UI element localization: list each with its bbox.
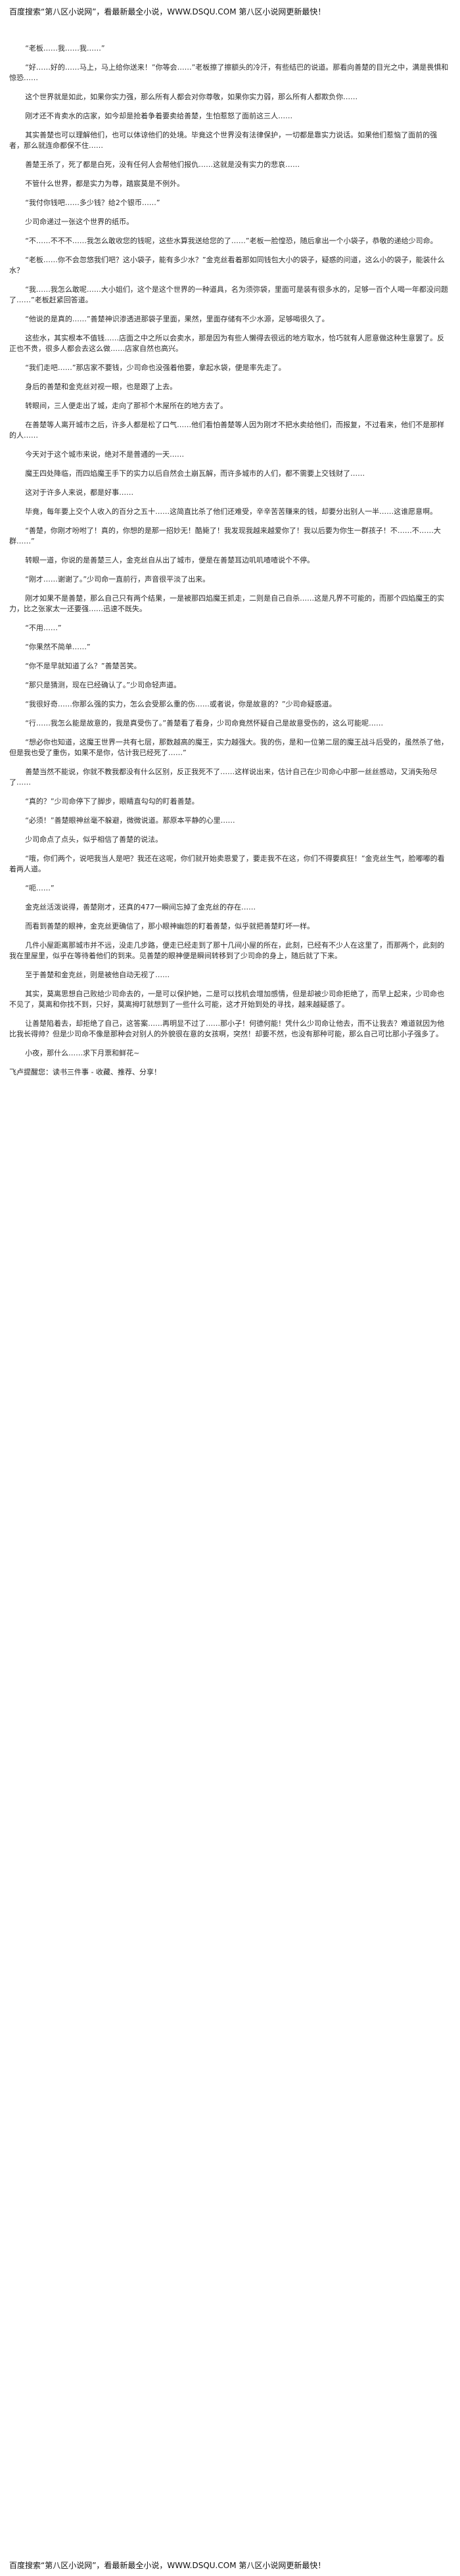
top-banner: 百度搜索“第八区小说网”，看最新最全小说，WWW.DSQU.COM 第八区小说网… (9, 7, 326, 16)
paragraph: “不用……” (25, 624, 62, 632)
paragraph: 金克丝活泼说得，善楚刚才，还真的477一瞬间忘掉了金克丝的存在…… (25, 903, 256, 911)
paragraph: 刚才如果不是善楚，那么自己只有两个结果，一是被那四焰魔王抓走，二则是自己自杀……… (9, 594, 445, 613)
paragraph: 几件小屋距离那城市并不远，没走几步路，便走已经走到了那十几间小屋的所在，此刻，已… (9, 941, 445, 960)
paragraph: 这个世界就是如此，如果你实力强，那么所有人都会对你尊敬，如果你实力弱，那么所有人… (25, 93, 358, 101)
paragraph: “他说的是真的……”善楚神识渗透进那袋子里面，果然，里面存储有不少水源，足够喝很… (25, 315, 329, 323)
paragraph: “老板……你不会忽悠我们吧？这小袋子，能有多少水？”金克丝看着那如同钱包大小的袋… (9, 256, 445, 275)
paragraph: “想必你也知道，这魔王世界一共有七层，那数越高的魔王，实力越强大。我的伤，是和一… (9, 738, 448, 757)
paragraph: “哦，你们两个，说吧我当人是吧？我还在这呢，你们就开始卖恩爱了，要走我不在这，你… (9, 854, 445, 873)
bottom-banner: 百度搜索“第八区小说网”，看最新最全小说，WWW.DSQU.COM 第八区小说网… (9, 2561, 326, 2570)
paragraph: 魔王四处降临，而四焰魔王手下的实力以后自然会土崩瓦解，而许多城市的人们，都不需要… (25, 469, 365, 478)
paragraph: “刚才……谢谢了。”少司命一直前行，声音很平淡了出来。 (25, 575, 210, 584)
paragraph: “行……我怎么能是故意的，我是真受伤了。”善楚看了看身，少司命竟然怀疑自己是故意… (25, 719, 384, 727)
paragraph: “你不是早就知道了么？”善楚苦笑。 (25, 662, 141, 670)
paragraph: 今天对于这个城市来说，绝对不是普通的一天…… (25, 450, 185, 459)
paragraph: 善楚当然不能说，你就不教我都没有什么区别，反正我死不了……这样说出来，估计自己在… (9, 768, 438, 787)
paragraph: “我很好奇……你那么强的实力，怎么会受那么重的伤……或者说，你是故意的？”少司命… (25, 700, 336, 708)
paragraph: 转眼一道，你说的是善楚三人，金克丝自从出了城市，便是在善楚耳边叽叽喳喳说个不停。 (25, 556, 315, 564)
paragraph: “善楚，你刚才吩咐了！真的，你想的是那一招妙无！酷毙了！我发现我越来越爱你了！我… (9, 526, 441, 545)
paragraph: “我付你钱吧……多少钱？给2个银币……” (25, 198, 160, 207)
paragraph: 其实善楚也可以理解他们，也可以体谅他们的处境。毕竟这个世界没有法律保护，一切都是… (9, 131, 438, 150)
paragraph: 刚才还不肯卖水的店家，如今却是抢着争着要卖给善楚，生怕惹怒了面前这三人…… (25, 112, 293, 120)
paragraph: 转眼间，三人便走出了城，走向了那祁个木屋所在的地方去了。 (25, 402, 228, 410)
paragraph: “你果然不简单……” (25, 643, 91, 651)
paragraph: “必须！”善楚眼神丝毫不躲避，微微说道。那原本平静的心里…… (25, 816, 235, 825)
paragraph: 少司命递过一张这个世界的纸币。 (25, 218, 134, 226)
paragraph: “真的？”少司命停下了脚步，眼睛直勾勾的盯着善楚。 (25, 797, 199, 806)
paragraph: 这些水，其实根本不值钱……店面之中之所以会卖水，那是因为有些人懒得去很远的地方取… (9, 334, 445, 353)
paragraph: 至于善楚和金克丝，则是被他自动无视了…… (25, 971, 170, 979)
paragraph: “不……不不不……我怎么敢收您的钱呢，这些水算我送给您的了……”老板一脸惶恐，随… (25, 237, 438, 245)
paragraph: 在善楚等人离开城市之后，许多人都是松了口气……他们看怕善楚等人因为刚才不把水卖给… (9, 421, 445, 440)
paragraph: “我们走吧……”那店家不要钱，少司命也没强着他要，拿起水袋，便是率先走了。 (25, 363, 286, 372)
reading-tip: 飞卢提醒您：读书三件事 - 收藏、推荐、分享！ (9, 1068, 161, 1076)
paragraph: 这对于许多人来说，都是好事…… (25, 488, 134, 497)
paragraph: “我……我怎么敢呢……大小姐们，这个是这个世界的一种道具，名为须弥袋，里面可是装… (9, 285, 448, 304)
paragraph: 毕竟，每年要上交个人收入的百分之五十……这简直比杀了他们还难受，辛辛苦苦赚来的钱… (25, 507, 438, 516)
paragraph: 而看到善楚的眼神，金克丝更确信了，那小眼神幽怨的盯着善楚，似乎就把善楚盯坏一样。 (25, 922, 315, 931)
paragraph: “好……好的……马上，马上给你送来！”你等会……”老板擦了擦额头的冷汗，有些结巴… (9, 63, 449, 82)
paragraph: 其实，莫离思想自己败给少司命去的，一是可以保护她，二是可以找机会增加感情，但是却… (9, 990, 445, 1009)
paragraph: “老板……我……我……” (25, 44, 105, 53)
paragraph: 小夜，那什么……求下月票和鲜花~ (25, 1049, 140, 1057)
paragraph: 让善楚陷着去，却拒绝了自己，这答案……再明显不过了……那小子！何德何能！凭什么少… (9, 1019, 445, 1038)
paragraph: “呃……” (25, 884, 55, 892)
paragraph: 善楚王杀了，死了都是白死，没有任何人会帮他们报仇……这就是没有实力的悲哀…… (25, 160, 300, 169)
paragraph: 身后的善楚和金克丝对视一眼，也是跟了上去。 (25, 382, 177, 391)
paragraph: 少司命点了点头，似乎相信了善楚的说法。 (25, 835, 163, 844)
paragraph: “那只是猜测，现在已经确认了。”少司命轻声道。 (25, 681, 181, 689)
paragraph: 不管什么世界，都是实力为尊，踏宸莫是不例外。 (25, 179, 185, 188)
chapter-content: “老板……我……我……” “好……好的……马上，马上给你送来！”你等会……”老板… (9, 43, 451, 2521)
